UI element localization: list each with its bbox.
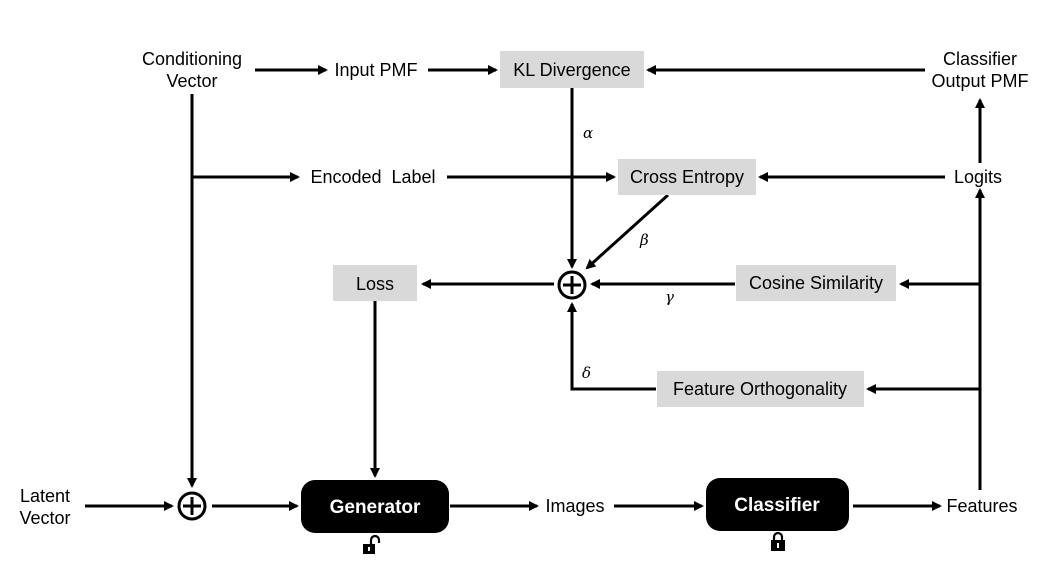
conditioning-vector-line2: Vector [166,71,217,91]
arrow-crossentropy-to-sum [585,193,670,270]
arrow-orthogonality-to-sum [567,302,656,391]
node-images: Images [545,496,604,516]
latent-vector-line1: Latent [20,486,70,506]
node-conditioning-vector: Conditioning Vector [142,49,242,91]
weight-delta: δ [582,364,591,382]
classifier-label: Classifier [734,495,820,516]
classifier-output-pmf-line2: Output PMF [931,71,1028,91]
connectors [85,65,985,511]
weight-alpha: α [583,124,593,142]
locked-icon [771,531,785,551]
weight-gamma: γ [665,288,674,306]
node-feature-orthogonality: Feature Orthogonality [657,371,864,407]
node-loss: Loss [333,265,417,301]
node-kl-divergence: KL Divergence [500,51,644,88]
node-cross-entropy: Cross Entropy [618,159,756,195]
kl-divergence-label: KL Divergence [513,60,630,80]
feature-orthogonality-label: Feature Orthogonality [673,379,847,399]
loss-label: Loss [356,274,394,294]
sum-node-latent [177,491,207,521]
node-cosine-similarity: Cosine Similarity [736,265,896,301]
node-input-pmf: Input PMF [334,60,417,80]
unlocked-icon [363,534,381,554]
conditioning-vector-line1: Conditioning [142,49,242,69]
cross-entropy-label: Cross Entropy [630,167,744,187]
cosine-similarity-label: Cosine Similarity [749,273,883,293]
generator-label: Generator [330,497,421,518]
latent-vector-line2: Vector [19,508,70,528]
node-logits: Logits [954,167,1002,187]
node-classifier: Classifier [706,478,849,531]
node-generator: Generator [301,480,449,533]
node-encoded-label: Encoded Label [310,167,435,187]
node-latent-vector: Latent Vector [19,486,70,528]
node-classifier-output-pmf: Classifier Output PMF [931,49,1028,91]
node-features: Features [946,496,1017,516]
sum-node-loss [557,270,587,300]
classifier-output-pmf-line1: Classifier [943,49,1017,69]
weight-beta: β [639,231,649,249]
